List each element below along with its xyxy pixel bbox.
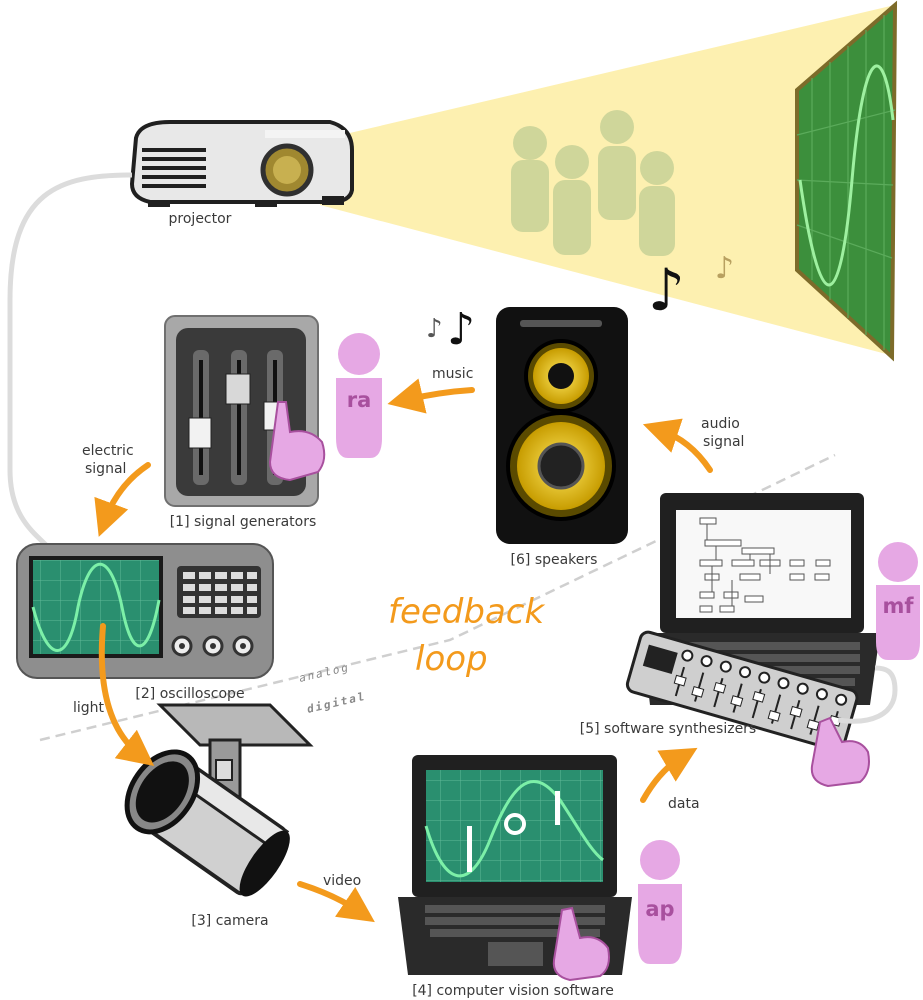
svg-text:♪: ♪ bbox=[715, 251, 734, 286]
feedback-label: feedback bbox=[388, 592, 545, 632]
electric-signal-arrow bbox=[94, 462, 151, 537]
person-ap-label: ap bbox=[645, 897, 674, 921]
projection-screen bbox=[795, 0, 898, 362]
analog-label: analog bbox=[298, 661, 351, 685]
person-mf-label: mf bbox=[882, 594, 914, 618]
loop-label: loop bbox=[415, 639, 488, 679]
music-label: music bbox=[432, 366, 473, 382]
software-synths-label: [5] software synthesizers bbox=[580, 721, 756, 737]
light-label: light bbox=[73, 700, 105, 716]
svg-text:♪: ♪ bbox=[648, 256, 685, 324]
audio-signal-label: signal bbox=[703, 434, 744, 450]
svg-text:♪: ♪ bbox=[447, 304, 475, 355]
audience-silhouettes bbox=[511, 110, 675, 256]
video-label: video bbox=[323, 873, 361, 889]
person-mf: mf bbox=[876, 542, 920, 660]
speakers-device bbox=[496, 307, 628, 544]
computer-vision-label: [4] computer vision software bbox=[412, 983, 614, 999]
speakers-label: [6] speakers bbox=[511, 552, 598, 568]
oscilloscope-device bbox=[16, 543, 274, 679]
data-arrow bbox=[640, 747, 698, 803]
digital-label: digital bbox=[306, 690, 368, 716]
person-ra-label: ra bbox=[347, 388, 372, 412]
svg-text:♪: ♪ bbox=[426, 314, 443, 344]
light-arrow bbox=[98, 623, 155, 767]
controller-cable bbox=[837, 665, 898, 724]
flow-arrows bbox=[94, 378, 713, 923]
signal-generators-label: [1] signal generators bbox=[170, 514, 317, 530]
projector-device bbox=[129, 120, 354, 207]
data-label: data bbox=[668, 796, 700, 812]
pointing-hand-icon bbox=[268, 401, 326, 482]
signal-generators-device bbox=[164, 315, 326, 507]
projector-label: projector bbox=[169, 211, 232, 227]
camera-device bbox=[124, 703, 314, 897]
audio-label: audio bbox=[701, 416, 740, 432]
person-ap: ap bbox=[638, 840, 682, 964]
pointing-hand-icon bbox=[552, 906, 610, 982]
person-ra: ra bbox=[336, 333, 382, 458]
electric-signal-label: signal bbox=[85, 461, 126, 477]
midi-controller-device bbox=[625, 630, 859, 752]
music-arrow bbox=[387, 378, 475, 414]
electric-label: electric bbox=[82, 443, 134, 459]
camera-label: [3] camera bbox=[191, 913, 268, 929]
projector-cable bbox=[7, 172, 133, 562]
oscilloscope-label: [2] oscilloscope bbox=[135, 686, 244, 702]
audio-signal-arrow bbox=[642, 418, 713, 473]
pointing-hand-icon bbox=[810, 716, 870, 788]
vision-laptop-device bbox=[398, 755, 632, 982]
music-notes-icon: ♪ ♪ ♪ ♪ bbox=[426, 251, 734, 355]
projector-vent-icon bbox=[142, 148, 206, 188]
video-arrow bbox=[297, 881, 375, 923]
